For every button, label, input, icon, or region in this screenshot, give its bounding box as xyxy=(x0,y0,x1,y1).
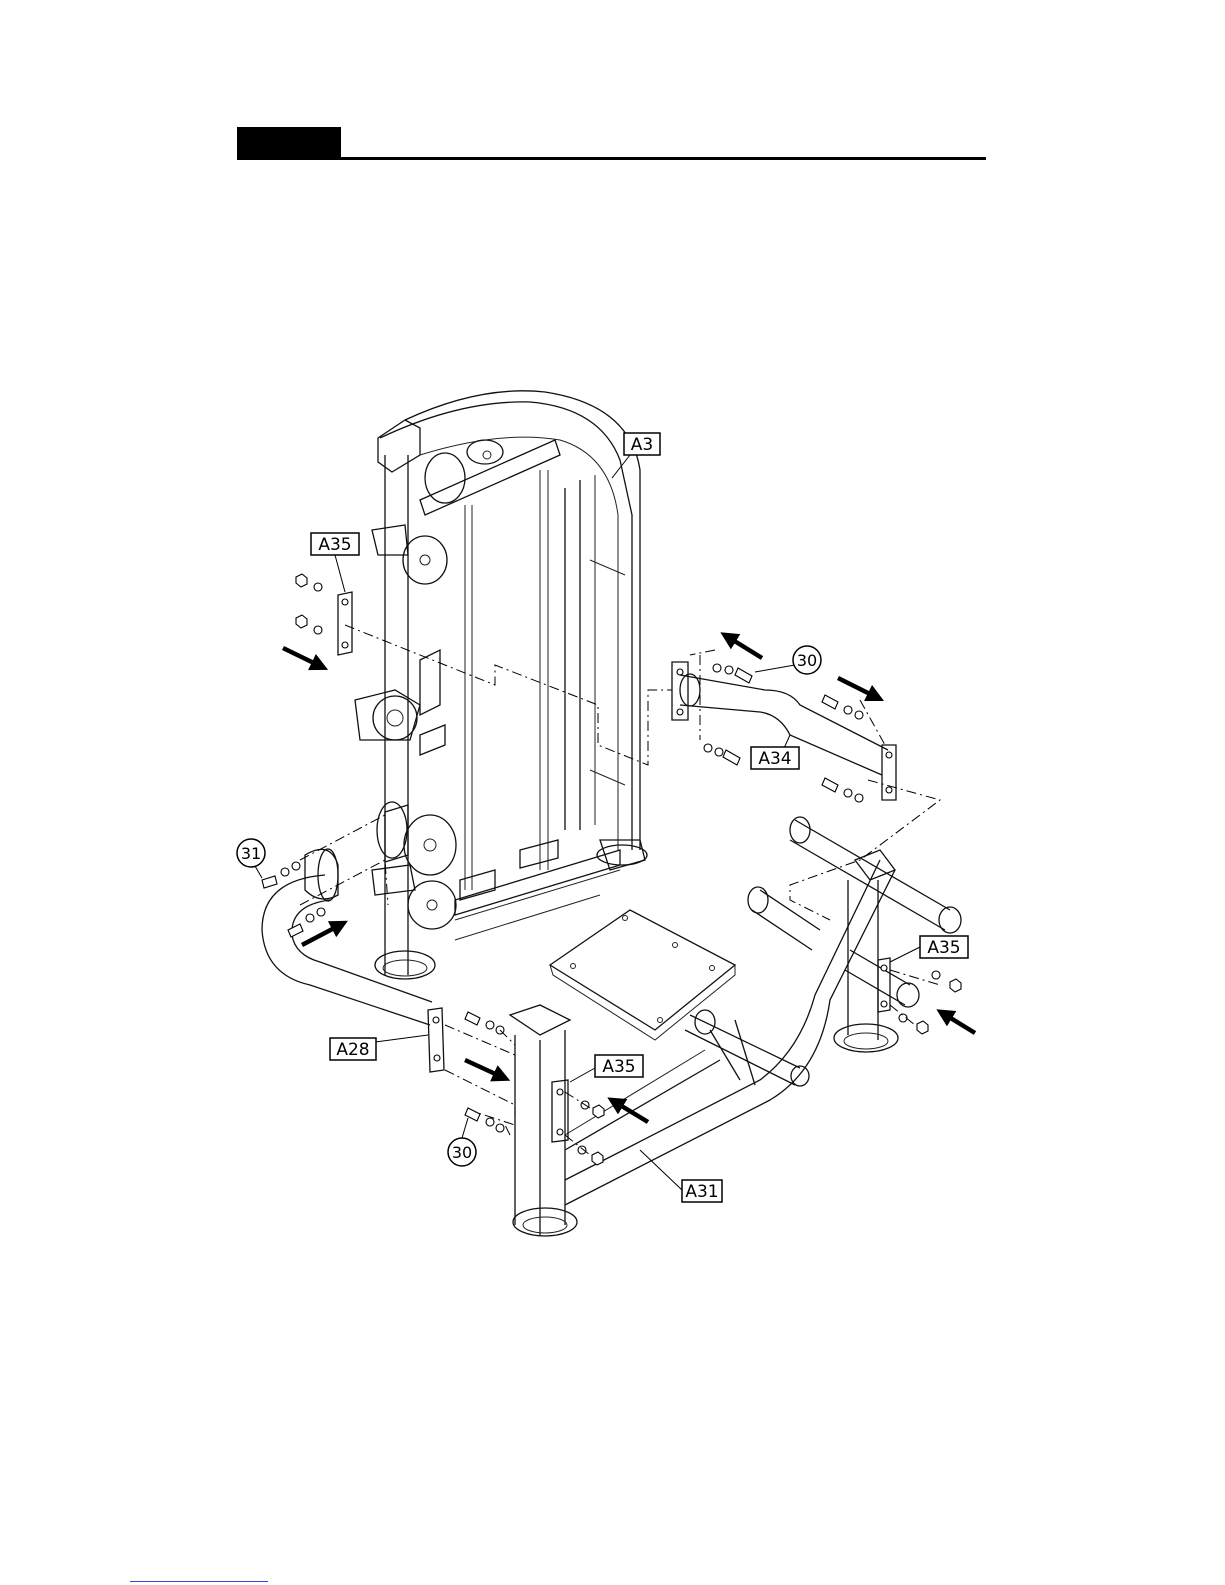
svg-text:30: 30 xyxy=(797,651,817,670)
label-a35-left: A35 xyxy=(311,533,359,555)
callout-30-bottom: 30 xyxy=(448,1138,476,1166)
label-a34: A34 xyxy=(751,747,799,769)
leaders xyxy=(255,455,920,1190)
label-a28: A28 xyxy=(330,1038,376,1060)
svg-text:A35: A35 xyxy=(927,938,960,958)
svg-text:30: 30 xyxy=(452,1143,472,1162)
label-a31: A31 xyxy=(682,1180,722,1202)
tower-frame xyxy=(355,391,647,979)
arrow-left-upper xyxy=(283,648,320,666)
label-a35-right: A35 xyxy=(920,936,968,958)
bench-assembly xyxy=(510,817,961,1236)
label-a3: A3 xyxy=(624,433,660,455)
arrow-right-a35 xyxy=(944,1014,975,1033)
svg-text:A28: A28 xyxy=(336,1040,369,1060)
svg-text:A31: A31 xyxy=(685,1182,718,1202)
footer-link-underline[interactable] xyxy=(130,1581,268,1582)
arrow-a28-left xyxy=(302,925,340,945)
svg-text:A3: A3 xyxy=(631,435,653,455)
svg-text:A35: A35 xyxy=(602,1057,635,1077)
arrow-a34-left xyxy=(728,637,762,658)
arrow-a34-right xyxy=(838,678,876,697)
arrow-a28-right xyxy=(465,1060,502,1077)
a34-bar xyxy=(672,662,896,800)
svg-text:31: 31 xyxy=(241,844,261,863)
svg-text:A34: A34 xyxy=(758,749,791,769)
svg-text:A35: A35 xyxy=(318,535,351,555)
callout-31: 31 xyxy=(237,839,265,867)
label-a35-center: A35 xyxy=(595,1055,643,1077)
callout-30-top: 30 xyxy=(793,646,821,674)
